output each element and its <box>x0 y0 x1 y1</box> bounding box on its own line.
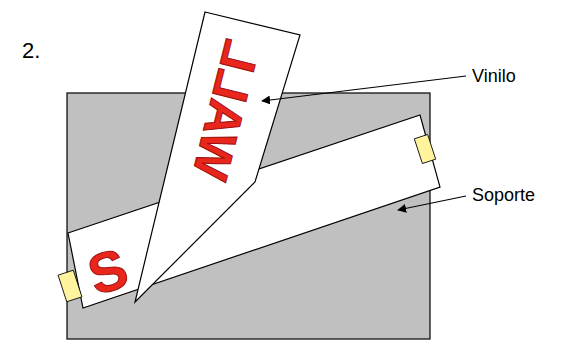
tape <box>58 270 82 302</box>
peeled-vinyl <box>135 12 300 302</box>
step-number: 2. <box>22 40 40 62</box>
tape <box>414 134 435 163</box>
leader-line <box>262 76 466 101</box>
part-name: Vinilo <box>472 67 516 85</box>
part-name: Soporte <box>472 186 535 204</box>
leader-line <box>398 196 466 210</box>
